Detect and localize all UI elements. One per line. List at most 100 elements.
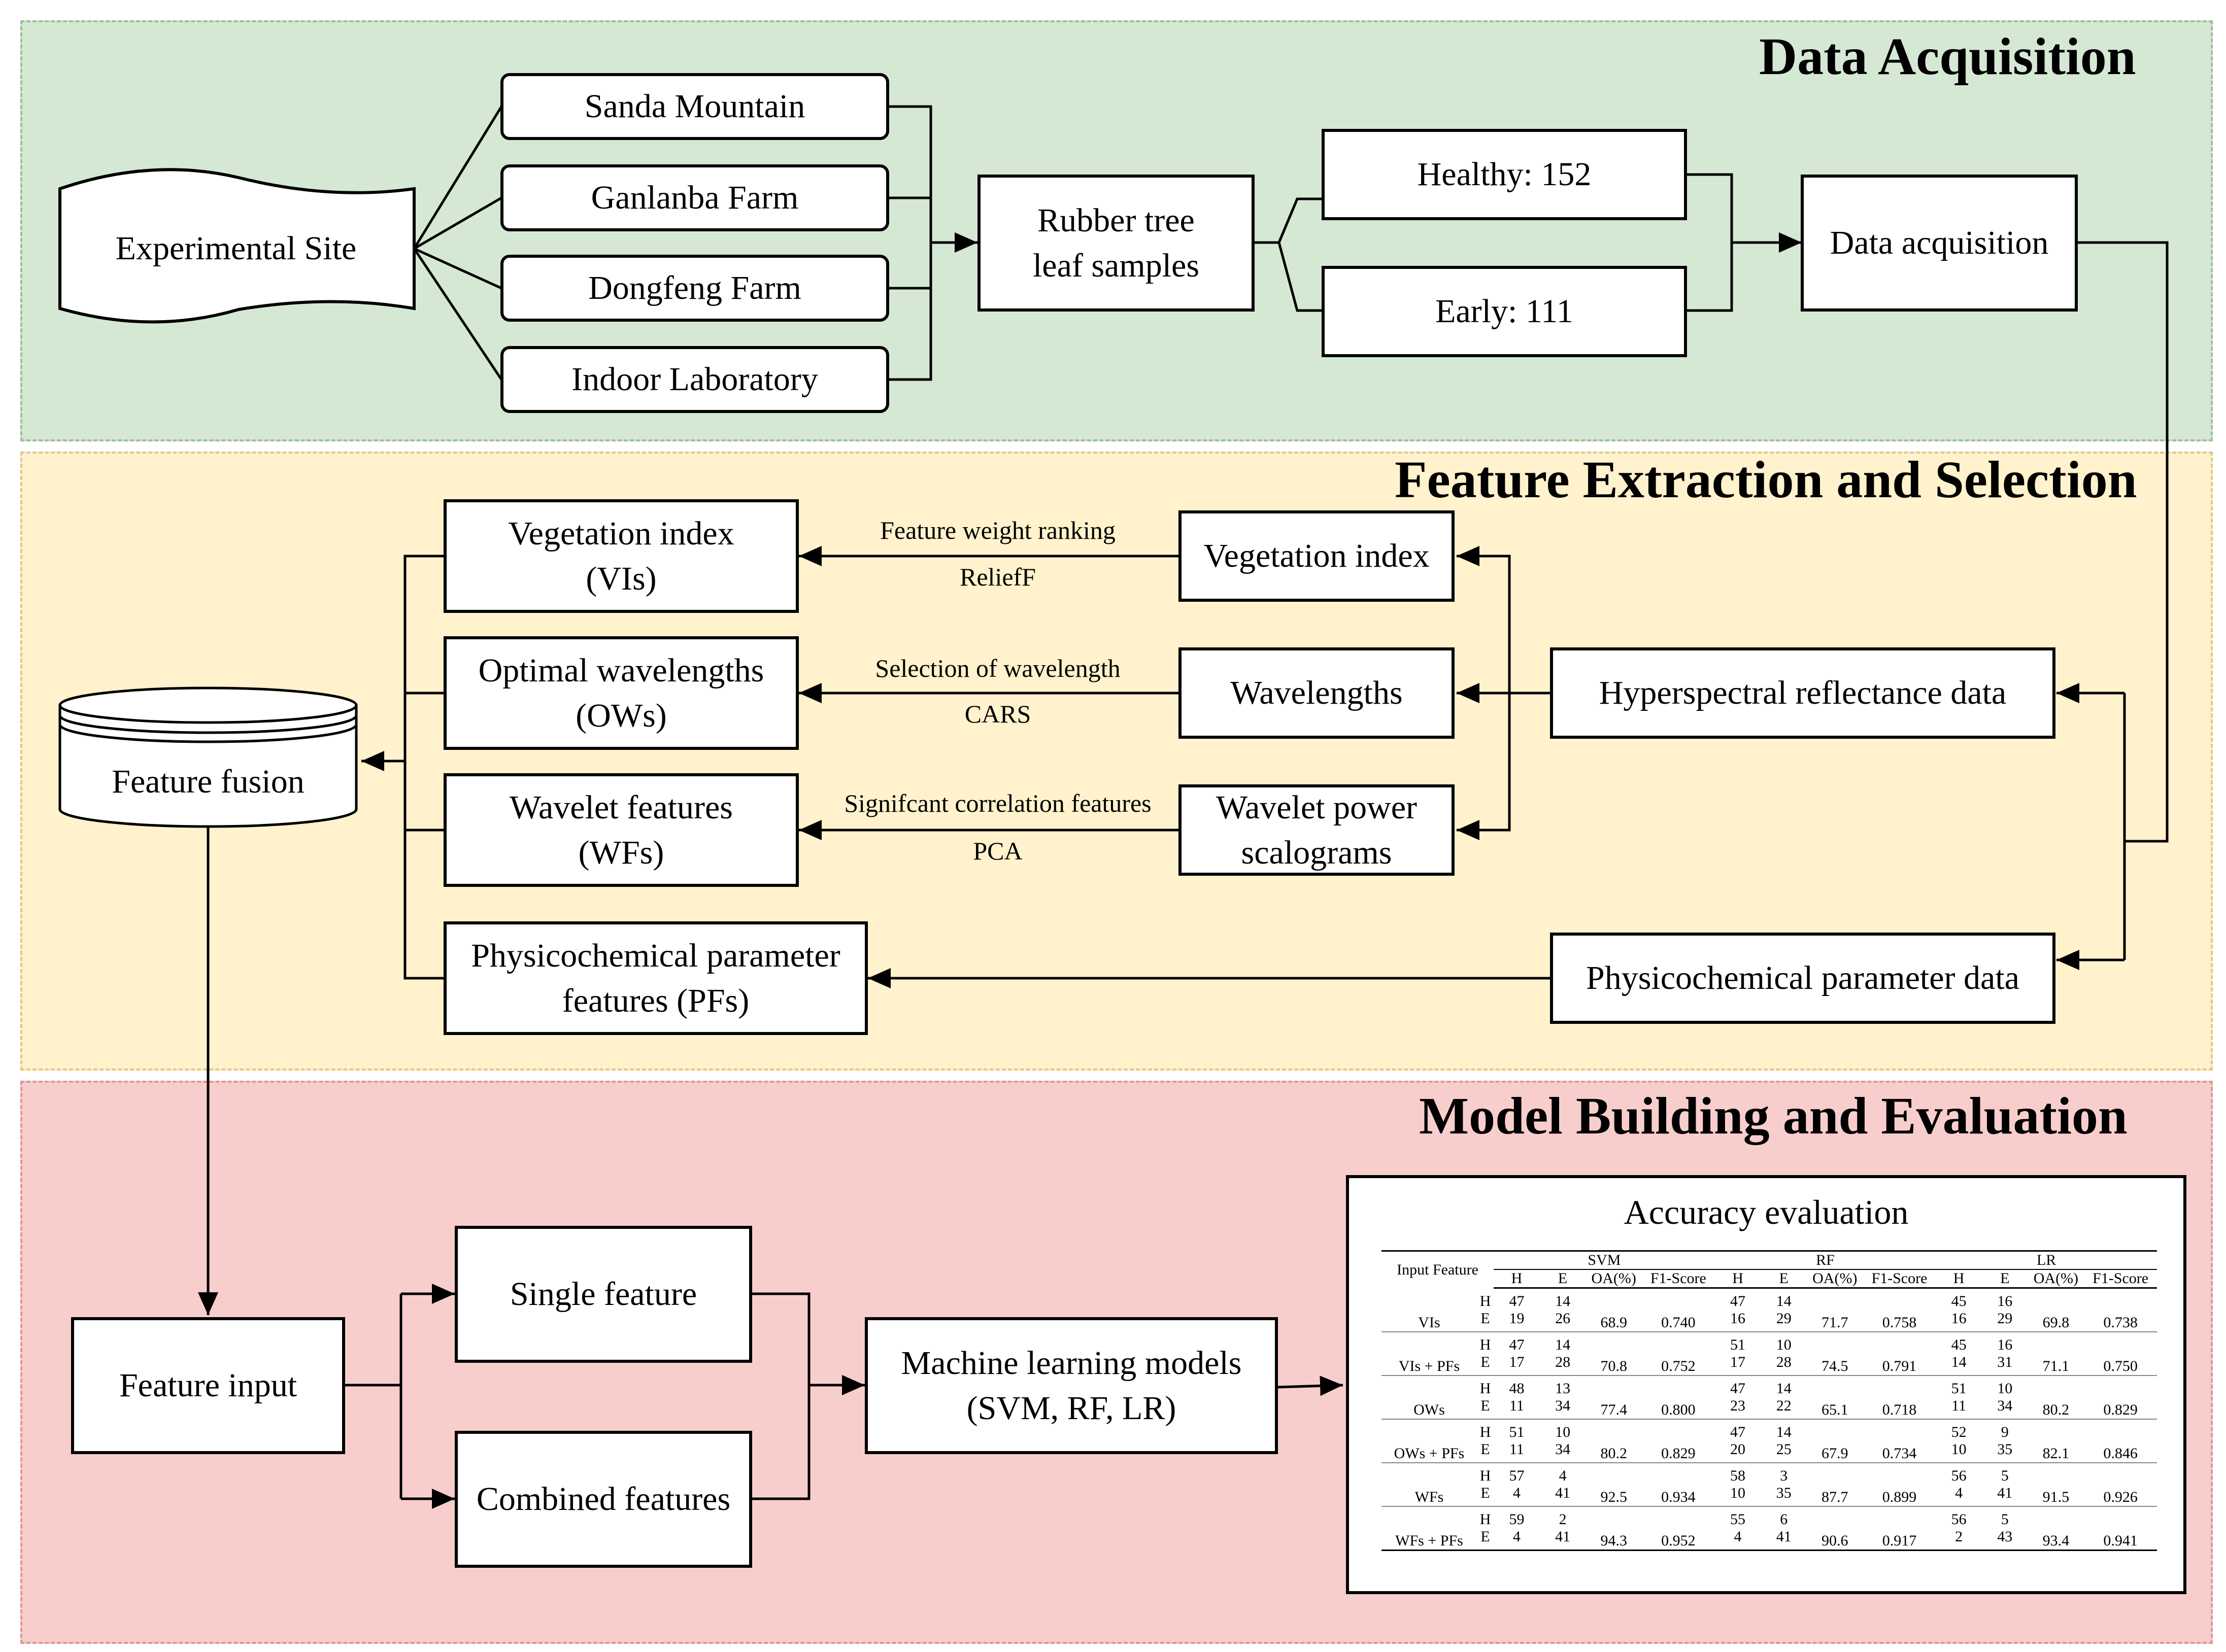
table-cell-f1: 0.718 xyxy=(1863,1375,1936,1420)
table-cell-f1: 0.734 xyxy=(1863,1419,1936,1463)
accuracy-table: Input Feature SVM RF LR H E OA(%) F1-Sco… xyxy=(1381,1250,2157,1551)
table-cell-value: 43 xyxy=(1981,1528,2028,1551)
table-cell-value: 2 xyxy=(1936,1528,1982,1551)
table-cell-oa: 70.8 xyxy=(1586,1332,1642,1376)
table-cell-value: 4 xyxy=(1559,1467,1567,1484)
node-data-acquisition: Data acquisition xyxy=(1801,175,2078,312)
table-cell-value: 23 xyxy=(1714,1397,1761,1420)
header-lr: LR xyxy=(1936,1250,2157,1270)
table-cell-value: 29 xyxy=(1981,1310,2028,1332)
node-indoor-laboratory: Indoor Laboratory xyxy=(500,346,889,413)
node-experimental-site: Experimental Site xyxy=(115,230,357,267)
label-pca: PCA xyxy=(973,837,1023,865)
table-cell-class: E xyxy=(1476,1310,1494,1332)
table-cell-class: E xyxy=(1476,1528,1494,1551)
node-optimal-wavelengths: Optimal wavelengths (OWs) xyxy=(444,636,799,750)
node-single-feature: Single feature xyxy=(455,1226,752,1363)
node-vegetation-index-vis: Vegetation index (VIs) xyxy=(444,499,799,613)
table-cell-value: 47 xyxy=(1730,1424,1746,1440)
table-cell-class: H xyxy=(1479,1511,1491,1528)
label-relieff: ReliefF xyxy=(960,563,1036,591)
table-cell-f1: 0.899 xyxy=(1863,1463,1936,1507)
table-cell-value: 4 xyxy=(1494,1485,1540,1507)
table-cell-value: 16 xyxy=(1997,1293,2013,1310)
table-cell-value: 14 xyxy=(1776,1293,1792,1310)
table-cell-f1: 0.934 xyxy=(1641,1463,1715,1507)
table-cell-value: 47 xyxy=(1730,1293,1746,1310)
subheader-f1: F1-Score xyxy=(1863,1269,1936,1289)
table-cell-value: 52 xyxy=(1951,1424,1967,1440)
table-cell-value: 57 xyxy=(1509,1467,1525,1484)
table-cell-f1: 0.750 xyxy=(2084,1332,2157,1376)
table-cell-oa: 65.1 xyxy=(1807,1375,1863,1420)
table-cell-value: 3 xyxy=(1780,1467,1788,1484)
table-cell-oa: 80.2 xyxy=(1586,1419,1642,1463)
feature-fusion-cylinder xyxy=(58,686,358,828)
node-wavelet-features: Wavelet features (WFs) xyxy=(444,773,799,887)
table-cell-value: 11 xyxy=(1936,1397,1982,1420)
table-cell-value: 10 xyxy=(1555,1424,1571,1440)
node-early: Early: 111 xyxy=(1322,266,1687,357)
node-feature-input: Feature input xyxy=(71,1317,345,1454)
node-hyperspectral-data: Hyperspectral reflectance data xyxy=(1550,647,2055,739)
table-cell-value: 51 xyxy=(1730,1336,1746,1353)
table-cell-class: E xyxy=(1476,1354,1494,1376)
table-cell-value: 16 xyxy=(1997,1336,2013,1353)
subheader-f1: F1-Score xyxy=(2084,1269,2157,1289)
table-cell-value: 14 xyxy=(1555,1336,1571,1353)
table-cell-value: 4 xyxy=(1936,1485,1982,1507)
node-feature-fusion: Feature fusion xyxy=(112,763,305,801)
table-cell-class: E xyxy=(1476,1397,1494,1420)
table-cell-f1: 0.800 xyxy=(1641,1375,1715,1420)
table-cell-value: 14 xyxy=(1776,1424,1792,1440)
node-healthy: Healthy: 152 xyxy=(1322,129,1687,220)
table-cell-f1: 0.758 xyxy=(1863,1288,1936,1332)
table-cell-value: 14 xyxy=(1936,1354,1982,1376)
table-cell-value: 2 xyxy=(1559,1511,1567,1528)
table-cell-f1: 0.740 xyxy=(1641,1288,1715,1332)
table-cell-value: 20 xyxy=(1714,1441,1761,1463)
table-cell-f1: 0.738 xyxy=(2084,1288,2157,1332)
table-cell-oa: 87.7 xyxy=(1807,1463,1863,1507)
table-cell-value: 41 xyxy=(1981,1485,2028,1507)
table-cell-feature: VIs + PFs xyxy=(1381,1332,1477,1376)
table-cell-value: 41 xyxy=(1539,1528,1586,1551)
table-cell-oa: 91.5 xyxy=(2028,1463,2084,1507)
table-cell-oa: 80.2 xyxy=(2028,1375,2084,1420)
table-cell-f1: 0.917 xyxy=(1863,1506,1936,1551)
header-svm: SVM xyxy=(1494,1250,1715,1270)
table-cell-value: 4 xyxy=(1494,1528,1540,1551)
section-title-data-acquisition: Data Acquisition xyxy=(1759,27,2136,86)
table-cell-oa: 71.1 xyxy=(2028,1332,2084,1376)
table-cell-feature: OWs xyxy=(1381,1375,1477,1420)
table-cell-class: H xyxy=(1479,1293,1491,1310)
table-cell-value: 13 xyxy=(1555,1380,1571,1397)
node-wavelet-power-scalograms: Wavelet power scalograms xyxy=(1178,784,1455,876)
accuracy-evaluation-title: Accuracy evaluation xyxy=(1624,1193,1909,1231)
table-cell-value: 5 xyxy=(2001,1467,2009,1484)
table-cell-f1: 0.846 xyxy=(2084,1419,2157,1463)
table-cell-f1: 0.791 xyxy=(1863,1332,1936,1376)
table-cell-oa: 74.5 xyxy=(1807,1332,1863,1376)
table-cell-oa: 90.6 xyxy=(1807,1506,1863,1551)
label-cars: CARS xyxy=(964,700,1031,728)
table-cell-value: 28 xyxy=(1761,1354,1807,1376)
table-cell-value: 29 xyxy=(1761,1310,1807,1332)
table-cell-f1: 0.941 xyxy=(2084,1506,2157,1551)
table-cell-value: 56 xyxy=(1951,1511,1967,1528)
table-cell-value: 25 xyxy=(1761,1441,1807,1463)
table-cell-value: 35 xyxy=(1761,1485,1807,1507)
table-cell-value: 4 xyxy=(1714,1528,1761,1551)
table-cell-value: 10 xyxy=(1997,1380,2013,1397)
table-cell-value: 5 xyxy=(2001,1511,2009,1528)
header-input-feature: Input Feature xyxy=(1381,1250,1494,1288)
label-feature-weight-ranking: Feature weight ranking xyxy=(880,516,1116,544)
table-cell-oa: 82.1 xyxy=(2028,1419,2084,1463)
table-cell-value: 55 xyxy=(1730,1511,1746,1528)
